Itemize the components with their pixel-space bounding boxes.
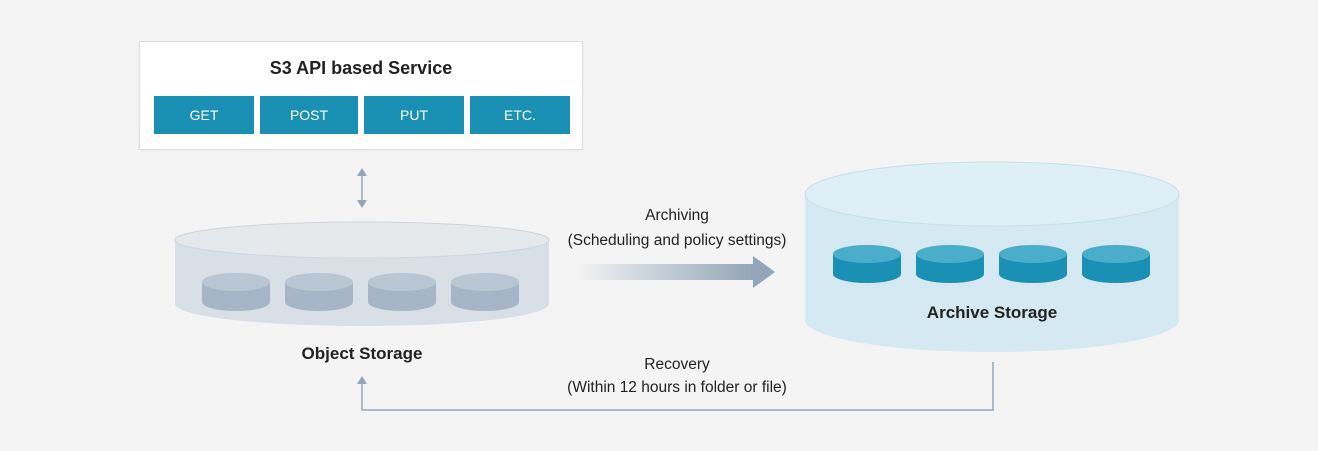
recovery-label: Recovery: [644, 356, 710, 373]
object-disk-1: [202, 273, 270, 311]
arrow-right-icon: [753, 256, 775, 288]
arrow-up-icon: [357, 168, 367, 176]
archive-disk-1: [833, 245, 901, 283]
service-title: S3 API based Service: [269, 58, 453, 78]
method-get: GET: [154, 96, 254, 134]
object-storage-disks: [202, 273, 519, 311]
recovery-sublabel: (Within 12 hours in folder or file): [567, 379, 787, 396]
arrow-down-icon: [357, 200, 367, 208]
archive-disk-4: [1082, 245, 1150, 283]
archive-disk-2: [916, 245, 984, 283]
method-post: POST: [260, 96, 358, 134]
archive-storage-disks: [833, 245, 1150, 283]
archiving-arrow: [575, 256, 775, 288]
archive-disk-3: [999, 245, 1067, 283]
archiving-label: Archiving: [645, 207, 709, 224]
recovery-connector: [357, 362, 994, 411]
object-disk-3: [368, 273, 436, 311]
method-put: PUT: [364, 96, 464, 134]
object-disk-4: [451, 273, 519, 311]
s3-service-panel: S3 API based Service GET POST PUT ETC.: [139, 41, 583, 150]
method-etc: ETC.: [470, 96, 570, 134]
archiving-sublabel: (Scheduling and policy settings): [567, 232, 787, 249]
archive-storage-label: Archive Storage: [926, 303, 1058, 322]
service-storage-connector: [357, 168, 367, 208]
object-disk-2: [285, 273, 353, 311]
arrow-up-icon: [357, 376, 367, 384]
archive-storage-cylinder: [804, 161, 1180, 352]
object-storage-label: Object Storage: [301, 344, 423, 363]
